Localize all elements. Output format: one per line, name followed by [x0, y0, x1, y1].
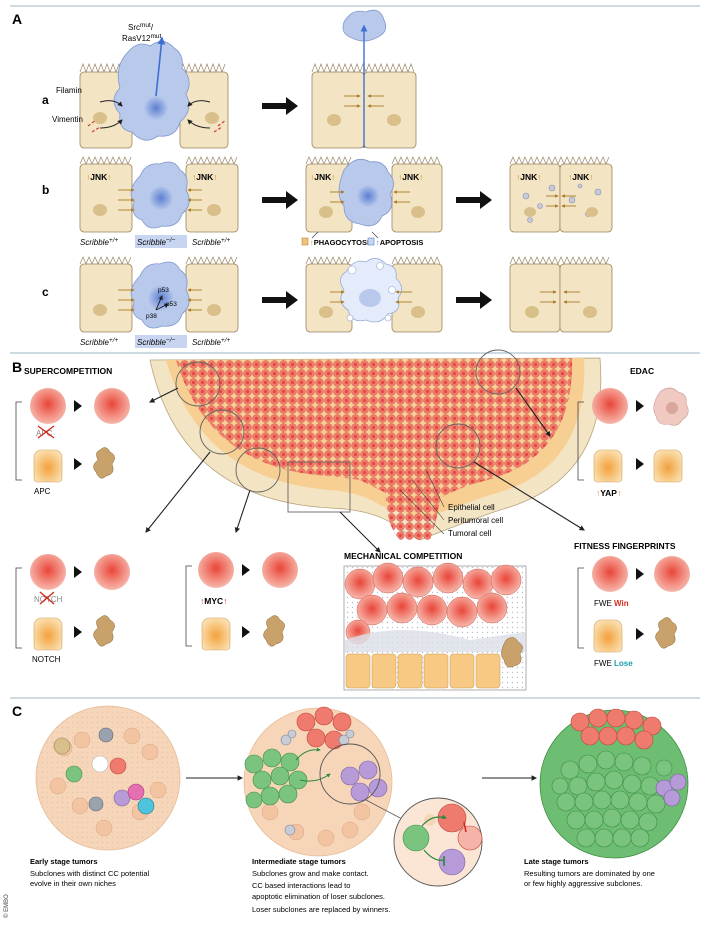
label-tumoral-cell: Tumoral cell: [448, 529, 491, 538]
row-a-right-epithelium: [311, 9, 417, 149]
apc-cross-mark: [37, 425, 55, 439]
scribble-wt-b1: Scribble+/+: [80, 237, 119, 247]
scribble-wt-b2: Scribble+/+: [192, 237, 231, 247]
fitness-group: [577, 556, 690, 653]
row-a-red-filaments: [87, 119, 227, 133]
caption-intermediate-line: Subclones grow and make contact.: [252, 869, 369, 878]
row-a-letter: a: [42, 93, 49, 107]
row-b-left-group: [79, 156, 239, 233]
tumor-mass: [149, 357, 602, 541]
caption-late-line: Resulting tumors are dominated by one: [524, 869, 655, 878]
row-c-letter: c: [42, 285, 49, 299]
row-a-transformed-cell: [113, 36, 190, 141]
label-peritumoral-cell: Peritumoral cell: [448, 516, 503, 525]
myc-group: [185, 552, 298, 651]
label-src: Srcmut/: [128, 22, 154, 32]
caption-early-line: evolve in their own niches: [30, 879, 116, 888]
label-filamin: Filamin: [56, 86, 82, 95]
zoom-circles: [175, 349, 521, 513]
mechanical-competition-inset: [343, 562, 527, 691]
caption-intermediate: Intermediate stage tumors Subclones grow…: [252, 857, 390, 914]
intermediate-zoom-inset: [393, 797, 483, 887]
caption-intermediate-line: CC based interactions lead to: [252, 881, 350, 890]
notch-cross-mark: [39, 591, 55, 605]
scribble-mut-c: Scribble−/−: [137, 337, 176, 347]
cell-type-leaders: [399, 469, 445, 535]
panel-a-letter: A: [12, 11, 22, 27]
caption-intermediate-line: apoptotic elimination of loser subclones…: [252, 892, 385, 901]
label-p53-1: p53: [158, 287, 169, 294]
zoom-arrows: [145, 387, 585, 553]
scribble-wt-c1: Scribble+/+: [80, 337, 119, 347]
notch-label: NOTCH: [32, 655, 61, 664]
jnk-label-b2: ↑JNK↑: [192, 172, 218, 182]
row-c-right-group: [509, 256, 613, 333]
row-c-arrow-2: [456, 291, 492, 309]
apc-label: APC: [34, 487, 51, 496]
caption-late-line: or few highly aggressive subclones.: [524, 879, 642, 888]
label-p38: p38: [146, 313, 157, 320]
scribble-mut-highlight-b: [135, 235, 187, 248]
label-epithelial-cell: Epithelial cell: [448, 503, 495, 512]
row-b-middle-group: [305, 156, 443, 239]
label-phagocytosis: ↑PHAGOCYTOSIS: [310, 238, 374, 247]
label-ras: RasV12mut: [122, 33, 161, 43]
notch-group: [15, 554, 130, 651]
edac-group: [577, 387, 689, 483]
caption-late: Late stage tumors Resulting tumors are d…: [524, 857, 655, 888]
jnk-label-b4: ↑JNK↑: [398, 172, 424, 182]
late-tumor: [539, 708, 689, 859]
scribble-mut-b: Scribble−/−: [137, 237, 176, 247]
row-c-middle-group: [305, 256, 443, 333]
row-b-arrow-2: [456, 191, 492, 209]
scribble-wt-c2: Scribble+/+: [192, 337, 231, 347]
caption-late-title: Late stage tumors: [524, 857, 589, 866]
label-apoptosis: ↑APOPTOSIS: [376, 238, 423, 247]
panel-b-letter: B: [12, 359, 22, 375]
copyright-label: © EMBO: [3, 894, 10, 918]
panel-c-letter: C: [12, 703, 22, 719]
fwe-win-label: FWE Win: [594, 599, 629, 608]
label-p53-2: p53: [166, 301, 177, 308]
scribble-mut-highlight-c: [135, 335, 187, 348]
row-a-extrusion-arrows: [99, 100, 211, 129]
jnk-label-b3: ↑JNK↑: [310, 172, 336, 182]
caption-early-title: Early stage tumors: [30, 857, 98, 866]
apoptosis-marker: [367, 237, 375, 246]
header-mechanical: MECHANICAL COMPETITION: [344, 551, 462, 561]
jnk-label-b5: ↑JNK↑: [516, 172, 542, 182]
phagocytosis-marker: [301, 237, 309, 246]
supercompetition-group: [15, 388, 130, 483]
fwe-lose-label: FWE Lose: [594, 659, 633, 668]
row-a-big-arrow: [262, 97, 298, 115]
jnk-label-b1: ↑JNK↑: [86, 172, 112, 182]
caption-intermediate-line: Loser subclones are replaced by winners.: [252, 905, 390, 914]
header-edac: EDAC: [630, 366, 654, 376]
myc-label: ↑MYC↑: [200, 596, 227, 606]
row-b-arrow-1: [262, 191, 298, 209]
label-vimentin: Vimentin: [52, 115, 83, 124]
jnk-label-b6: ↑JNK↑: [568, 172, 594, 182]
caption-early-line: Subclones with distinct CC potential: [30, 869, 150, 878]
header-supercompetition: SUPERCOMPETITION: [24, 366, 112, 376]
row-c-left-group: [79, 256, 239, 333]
row-b-right-group: [509, 156, 613, 233]
row-b-letter: b: [42, 183, 49, 197]
header-fitness: FITNESS FINGERPRINTS: [574, 541, 676, 551]
row-c-arrow-1: [262, 291, 298, 309]
yap-label: ↑YAP↑: [596, 488, 621, 498]
intermediate-tumor: [243, 706, 405, 857]
caption-intermediate-title: Intermediate stage tumors: [252, 857, 346, 866]
early-tumor: [35, 705, 181, 851]
caption-early: Early stage tumors Subclones with distin…: [30, 857, 150, 888]
